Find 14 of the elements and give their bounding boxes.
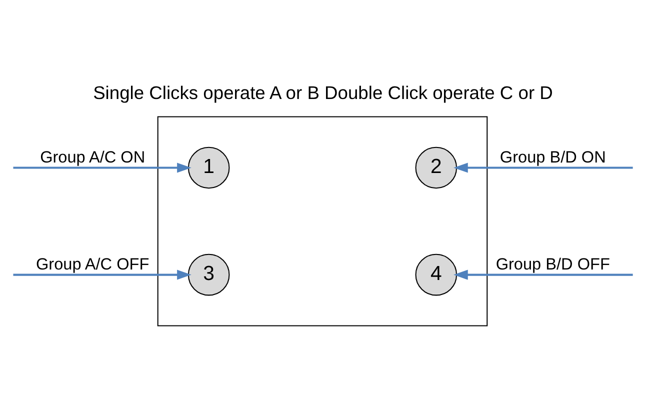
node-circle: 2 (415, 146, 458, 189)
edge-label: Group A/C ON (40, 148, 146, 166)
edge-label: Group A/C OFF (36, 255, 150, 274)
arrow (13, 270, 192, 280)
node-circle: 3 (188, 254, 230, 296)
cluster (157, 116, 488, 326)
arrow (454, 270, 633, 280)
edge-label: Group B/D OFF (496, 255, 610, 274)
arrow (454, 162, 633, 173)
arrow (13, 162, 192, 173)
edge-label: Group B/D ON (500, 148, 606, 166)
node-circle: 4 (415, 254, 458, 296)
node-circle: 1 (188, 146, 230, 189)
diagram-title: Single Clicks operate A or B Double Click operate C or D (93, 82, 553, 103)
